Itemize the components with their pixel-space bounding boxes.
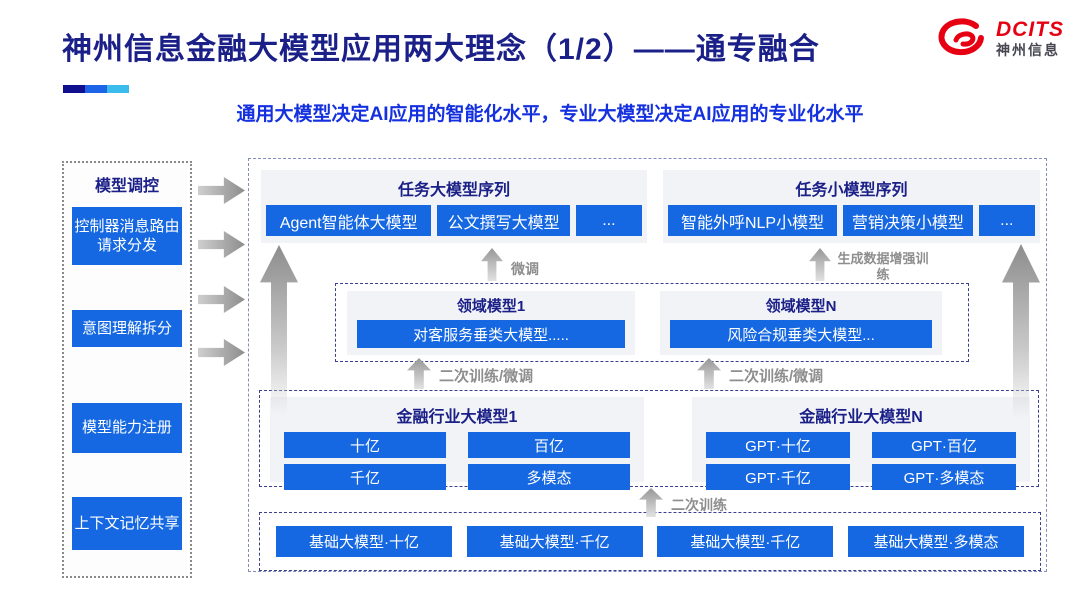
- sidebar-item-capability-register: 模型能力注册: [72, 403, 182, 453]
- accent-segment-cyan: [107, 85, 129, 93]
- subtitle: 通用大模型决定AI应用的智能化水平，专业大模型决定AI应用的专业化水平: [236, 104, 864, 125]
- secondary-training-left-arrow-icon: [407, 358, 431, 389]
- base-models-box: 基础大模型·十亿 基础大模型·千亿 基础大模型·千亿 基础大模型·多模态: [259, 512, 1041, 571]
- model-box-gpt-hundred-billion: GPT·千亿: [706, 464, 850, 490]
- domain-model-1-panel: 领域模型1 对客服务垂类大模型.....: [347, 291, 635, 355]
- sidebar-model-control: 模型调控 控制器消息路由请求分发 意图理解拆分 模型能力注册 上下文记忆共享: [62, 161, 192, 578]
- industry-model-n-grid: GPT·十亿 GPT·百亿 GPT·千亿 GPT·多模态: [692, 427, 1030, 490]
- dcits-swirl-icon: [938, 18, 984, 56]
- model-box-doc-writing: 公文撰写大模型: [437, 205, 570, 236]
- model-box-marketing-decision: 营销决策小模型: [843, 205, 973, 236]
- dcits-logo-text: DCITS 神州信息: [996, 18, 1064, 58]
- model-box-risk-compliance: 风险合规垂类大模型...: [670, 320, 932, 348]
- flow-arrow-right-4: [198, 339, 245, 366]
- model-box-gpt-multimodal: GPT·多模态: [872, 464, 1016, 490]
- flow-arrow-right-2: [198, 231, 245, 258]
- model-box-gpt-ten-billion: GPT·百亿: [872, 432, 1016, 458]
- dcits-logo: DCITS 神州信息: [936, 16, 1064, 60]
- model-box-billion: 十亿: [284, 432, 446, 458]
- model-box-more-large: ...: [575, 205, 642, 236]
- gen-data-label: 生成数据增强训练: [837, 251, 929, 283]
- task-large-row: Agent智能体大模型 公文撰写大模型 ...: [266, 205, 642, 236]
- model-box-base-hundred-billion-2: 基础大模型·千亿: [657, 526, 834, 557]
- flow-arrow-right-1: [198, 177, 245, 204]
- domain-model-n-title: 领域模型N: [765, 298, 837, 315]
- industry-model-1-grid: 十亿 百亿 千亿 多模态: [270, 427, 644, 490]
- gen-data-arrow-icon: [809, 248, 831, 281]
- panel-task-small-models: 任务小模型序列 智能外呼NLP小模型 营销决策小模型 ...: [663, 170, 1040, 243]
- sidebar-title: 模型调控: [94, 178, 159, 195]
- model-box-ten-billion: 百亿: [468, 432, 630, 458]
- model-box-base-multimodal: 基础大模型·多模态: [847, 526, 1024, 557]
- logo-brand-cn: 神州信息: [996, 41, 1060, 58]
- flow-arrow-right-3: [198, 286, 245, 313]
- domain-model-1-title: 领域模型1: [456, 298, 526, 315]
- model-box-base-hundred-billion-1: 基础大模型·千亿: [466, 526, 643, 557]
- accent-bar: [63, 85, 129, 93]
- model-box-multimodal: 多模态: [468, 464, 630, 490]
- model-box-hundred-billion: 千亿: [284, 464, 446, 490]
- model-box-more-small: ...: [978, 205, 1035, 236]
- domain-model-n-panel: 领域模型N 风险合规垂类大模型...: [660, 291, 942, 355]
- domain-models-box: 领域模型1 对客服务垂类大模型..... 领域模型N 风险合规垂类大模型...: [335, 283, 969, 362]
- finetune-label: 微调: [511, 261, 539, 277]
- panel-task-small-title: 任务小模型序列: [795, 182, 908, 199]
- model-box-gpt-billion: GPT·十亿: [706, 432, 850, 458]
- sidebar-item-message-routing: 控制器消息路由请求分发: [72, 207, 182, 265]
- industry-model-n-panel: 金融行业大模型N GPT·十亿 GPT·百亿 GPT·千亿 GPT·多模态: [692, 397, 1030, 490]
- industry-models-box: 金融行业大模型1 十亿 百亿 千亿 多模态 金融行业大模型N GPT·十亿 GP…: [259, 390, 1039, 490]
- finetune-arrow-icon: [481, 248, 503, 281]
- industry-model-1-panel: 金融行业大模型1 十亿 百亿 千亿 多模态: [270, 397, 644, 490]
- secondary-training-left-label: 二次训练/微调: [439, 368, 534, 385]
- industry-model-n-title: 金融行业大模型N: [799, 409, 923, 426]
- secondary-training-right-arrow-icon: [697, 358, 721, 389]
- model-box-customer-service: 对客服务垂类大模型.....: [357, 320, 625, 348]
- panel-task-large-models: 任务大模型序列 Agent智能体大模型 公文撰写大模型 ...: [261, 170, 647, 243]
- accent-segment-blue: [85, 85, 107, 93]
- secondary-training-right-label: 二次训练/微调: [729, 368, 824, 385]
- industry-model-1-title: 金融行业大模型1: [396, 409, 518, 426]
- task-small-row: 智能外呼NLP小模型 营销决策小模型 ...: [668, 205, 1035, 236]
- model-box-nlp-outbound: 智能外呼NLP小模型: [668, 205, 838, 236]
- panel-task-large-title: 任务大模型序列: [397, 182, 510, 199]
- secondary-training-label: 二次训练: [671, 497, 727, 513]
- sidebar-item-context-memory: 上下文记忆共享: [72, 497, 182, 550]
- page-title: 神州信息金融大模型应用两大理念（1/2）——通专融合: [62, 33, 820, 66]
- model-box-agent: Agent智能体大模型: [266, 205, 432, 236]
- sidebar-item-intent-split: 意图理解拆分: [72, 310, 182, 347]
- diagram-container: 任务大模型序列 Agent智能体大模型 公文撰写大模型 ... 任务小模型序列 …: [248, 158, 1047, 572]
- accent-segment-navy: [63, 85, 85, 93]
- logo-brand: DCITS: [996, 17, 1064, 41]
- model-box-base-billion: 基础大模型·十亿: [276, 526, 452, 557]
